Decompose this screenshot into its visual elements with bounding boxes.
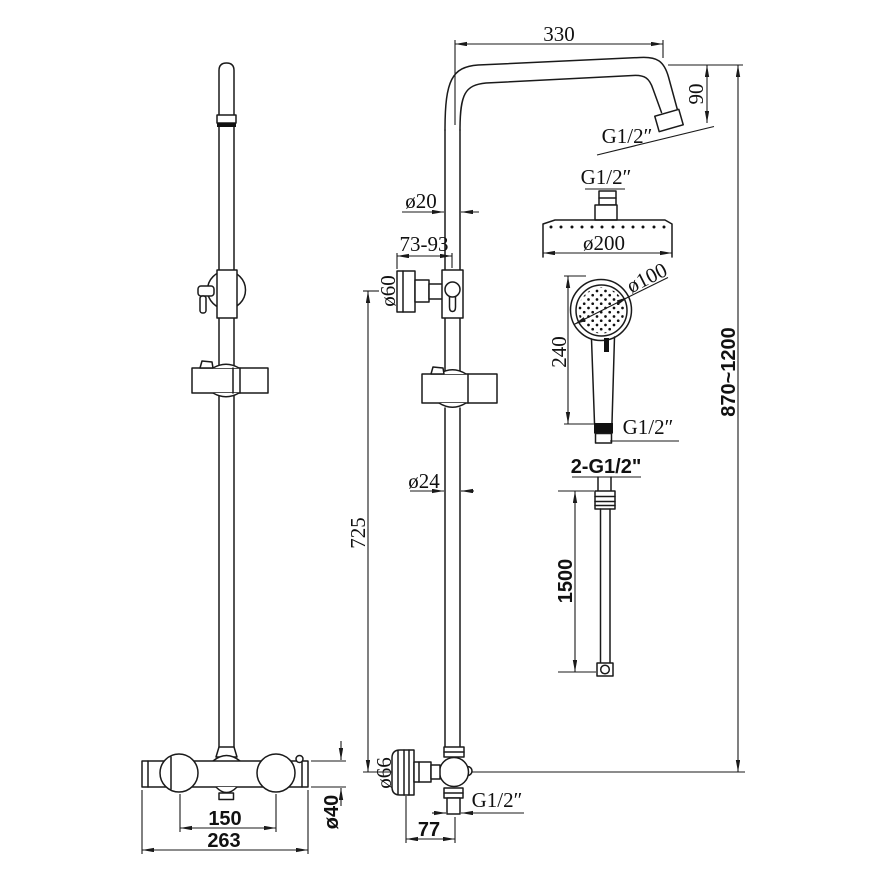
- outlet-pipe: [446, 797, 461, 815]
- dim-knob-diameter: ø66: [372, 757, 396, 789]
- dim-hose-length: 1500: [555, 559, 577, 604]
- temperature-knob: [159, 753, 199, 793]
- dim-wall-clearance: 73-93: [400, 232, 449, 256]
- head-nozzles: [549, 225, 666, 229]
- rail-joint-band: [216, 114, 237, 124]
- handset-connector: [594, 423, 613, 434]
- front-view: 330 90 G1/2″ ø20 73-93 ø60 725 ø24 870~1…: [346, 22, 745, 843]
- dim-valve-width: 263: [207, 830, 240, 852]
- dim-outlet-offset: 77: [418, 819, 440, 841]
- dim-flange-diameter: ø60: [376, 275, 400, 307]
- knob-button: [295, 754, 304, 764]
- bracket-housing: [216, 269, 238, 319]
- arm-end-nut: [654, 108, 684, 133]
- dim-head-thread: G1/2″: [581, 165, 632, 189]
- shower-arm: [444, 56, 679, 131]
- rail-front: [444, 129, 461, 748]
- slider-lock-tab: [199, 360, 214, 369]
- valve-inlet-nut: [215, 746, 238, 758]
- hose-tube: [599, 508, 611, 664]
- rail-side: [218, 62, 235, 748]
- handset-handle: [590, 336, 616, 424]
- valve-body-side: [438, 756, 470, 788]
- dim-rail-length: 725: [346, 517, 370, 549]
- dim-inlet-centers: 150: [208, 808, 241, 830]
- hose-top-nut: [594, 490, 616, 510]
- hose-detail: 2-G1/2" 1500: [555, 456, 642, 677]
- dim-arm-thread: G1/2″: [602, 124, 653, 148]
- dim-handset-thread: G1/2″: [623, 415, 674, 439]
- flow-knob: [256, 753, 296, 793]
- dim-pipe-diameter: ø20: [405, 189, 437, 213]
- diverter-lever: [197, 285, 215, 297]
- dim-handset-length: 240: [547, 336, 571, 368]
- dim-rail-diameter: ø24: [408, 469, 440, 493]
- dim-handset-diameter: ø100: [623, 258, 671, 298]
- side-view: 150 263 ø40: [141, 62, 346, 854]
- dim-head-diameter: ø200: [583, 231, 625, 255]
- dim-valve-body-diameter: ø40: [321, 795, 343, 829]
- rain-head-detail: G1/2″ ø200: [542, 165, 673, 258]
- dim-overall-height: 870~1200: [718, 327, 740, 417]
- hand-shower-detail: ø100 240 G1/2″: [547, 258, 679, 444]
- dim-arm-drop: 90: [684, 84, 708, 105]
- valve-outlet-front: [218, 792, 235, 801]
- slider-holder-front: [421, 373, 498, 404]
- dim-arm-length: 330: [543, 22, 575, 46]
- dim-hose-thread: 2-G1/2": [571, 456, 642, 478]
- slider-holder-side: [191, 367, 269, 394]
- dim-outlet-thread: G1/2″: [472, 788, 523, 812]
